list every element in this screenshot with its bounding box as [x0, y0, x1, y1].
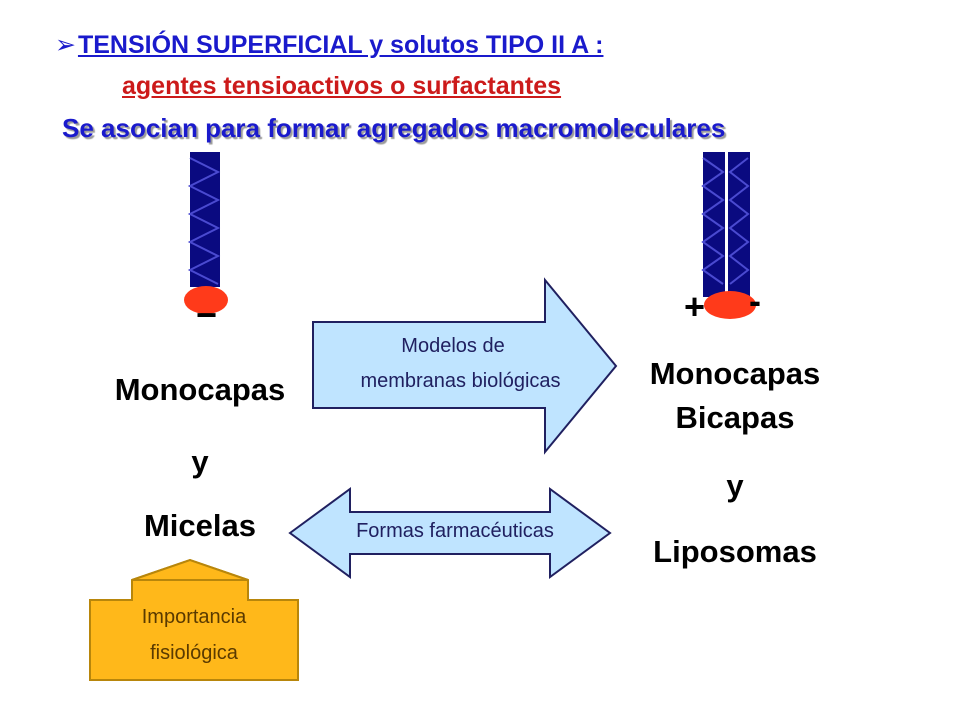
title-line-1: ➢TENSIÓN SUPERFICIAL y solutos TIPO II A…	[55, 30, 603, 60]
right-label-liposomas: Liposomas	[653, 534, 817, 569]
right-arrow-text-line2: membranas biológicas	[360, 370, 561, 392]
left-chain-zigzag	[187, 157, 221, 285]
subtitle: Se asocian para formar agregados macromo…	[62, 113, 726, 143]
double-arrow-shape	[288, 487, 612, 579]
right-positive-charge: +	[684, 286, 706, 327]
right-label-y: y	[726, 468, 744, 503]
left-label-monocapas: Monocapas	[114, 372, 286, 407]
left-polar-head	[184, 286, 228, 314]
up-arrow-text-line2: fisiológica	[150, 642, 238, 664]
up-arrow-text-line1: Importancia	[141, 606, 247, 628]
left-label-micelas: Micelas	[143, 508, 256, 543]
right-chain-1	[703, 152, 725, 297]
right-label-monocapas: Monocapas	[649, 356, 821, 391]
right-arrow-text-line1: Modelos de	[401, 335, 505, 357]
right-surfactant-molecule	[701, 152, 756, 319]
up-arrow-head	[131, 558, 249, 581]
right-negative-charge: -	[749, 280, 761, 321]
left-negative-charge: −	[196, 294, 218, 335]
bullet-arrow-icon: ➢	[55, 31, 76, 59]
right-chain-1-zigzag	[701, 157, 725, 285]
title-text: TENSIÓN SUPERFICIAL y solutos TIPO II A …	[77, 31, 604, 59]
double-arrow-text: Formas farmacéuticas	[356, 520, 554, 542]
left-surfactant-molecule	[184, 152, 228, 314]
title-line-2: agentes tensioactivos o surfactantes	[122, 72, 562, 100]
left-label-y: y	[191, 444, 209, 479]
right-arrow-shape	[312, 277, 618, 455]
right-label-bicapas: Bicapas	[675, 400, 795, 435]
up-arrow-shape	[89, 558, 299, 681]
right-polar-head	[704, 291, 756, 319]
right-chain-2-zigzag	[728, 157, 750, 285]
